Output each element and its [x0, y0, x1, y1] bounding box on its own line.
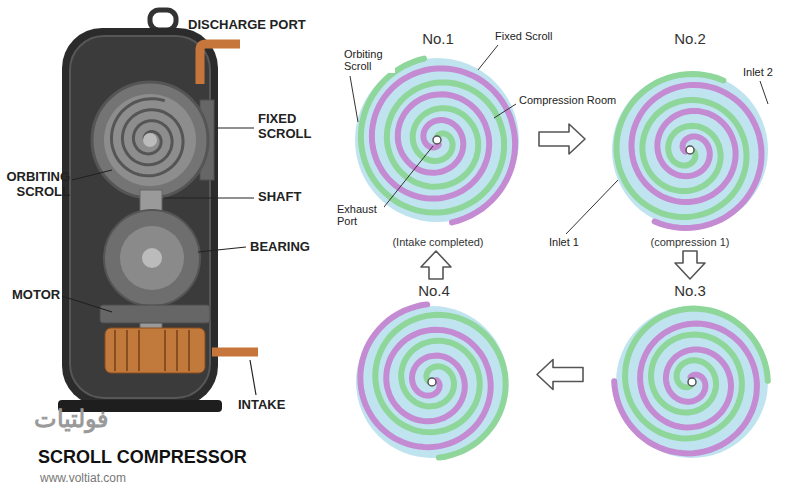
discharge-pipe — [200, 44, 240, 84]
stage-number: No.2 — [674, 30, 706, 47]
orbiting-scroll — [617, 74, 747, 217]
leader-line — [566, 180, 618, 234]
leader-line — [72, 170, 112, 180]
compressor-shell — [62, 28, 218, 406]
bearing-hub — [142, 248, 162, 268]
watermark: فولتيات — [34, 406, 108, 433]
motor-coil — [105, 328, 205, 373]
exhaust-port — [433, 136, 441, 144]
part-label: SHAFT — [258, 190, 301, 205]
shell-inner — [70, 36, 210, 398]
leader-line — [216, 127, 254, 128]
scroll-spiral — [112, 99, 184, 176]
part-label: Exhaust Port — [336, 203, 384, 228]
part-label: ORBITING SCROLL — [4, 170, 70, 199]
exhaust-port — [686, 146, 694, 154]
leader-line — [350, 76, 358, 122]
compression-room — [355, 58, 519, 222]
stage-panel: No.3 — [600, 282, 780, 467]
leader-line — [250, 360, 256, 395]
watermark-url: www.voltiat.com — [40, 472, 126, 485]
part-label: FIXED SCROLL — [258, 112, 320, 141]
part-label: Inlet 2 — [742, 66, 774, 78]
scroll-spiral — [112, 99, 184, 176]
part-label: INTAKE — [238, 398, 285, 413]
part-label: Orbiting Scroll — [343, 48, 395, 73]
flow-arrow — [539, 124, 585, 154]
stage-panel: No.2 (compression 1) — [600, 30, 780, 248]
scroll-stages — [355, 58, 768, 458]
orbiting-scroll — [361, 59, 504, 213]
flow-arrow — [421, 251, 451, 279]
leader-line — [760, 81, 768, 104]
orbiting-scroll — [625, 309, 768, 439]
part-label: Fixed Scroll — [494, 30, 553, 42]
orbiting-scroll — [375, 315, 505, 458]
intake-pipe — [212, 348, 258, 357]
part-label: Compression Room — [518, 94, 617, 106]
part-label: DISCHARGE PORT — [188, 18, 306, 33]
flow-arrow — [537, 360, 583, 390]
stage-caption: (compression 1) — [651, 236, 730, 248]
lifting-hook — [150, 10, 176, 30]
stage-number: No.3 — [674, 282, 706, 299]
fixed-scroll-disk — [92, 82, 208, 198]
part-label: Inlet 1 — [548, 236, 580, 248]
leader-line — [494, 104, 516, 118]
stage-number: No.1 — [422, 30, 454, 47]
motor-rotor — [100, 305, 210, 323]
coil-windings — [115, 330, 189, 371]
bearing — [104, 210, 200, 306]
leader-line — [62, 296, 112, 312]
bearing-inner — [120, 226, 184, 290]
stage-number: No.4 — [418, 282, 450, 299]
part-label: MOTOR — [12, 288, 60, 303]
exhaust-port — [428, 378, 436, 386]
leader-line — [478, 45, 498, 70]
orbiting-scroll-disk — [104, 94, 196, 186]
leader-line — [164, 197, 254, 198]
scroll-hub — [143, 133, 157, 147]
flow-arrow — [675, 251, 705, 279]
compression-room — [612, 72, 768, 228]
leader-line — [380, 146, 433, 212]
part-label: BEARING — [250, 240, 310, 255]
exhaust-port — [688, 378, 696, 386]
stage-caption: (Intake completed) — [392, 236, 483, 248]
stage-panel: No.4 — [348, 282, 520, 467]
leader-line — [198, 247, 246, 252]
diagram-title: SCROLL COMPRESSOR — [38, 447, 247, 468]
